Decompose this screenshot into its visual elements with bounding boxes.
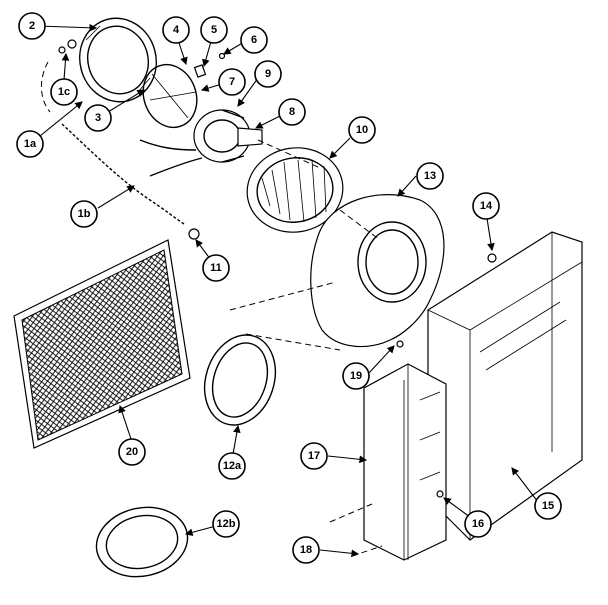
callout-1c: 1c xyxy=(50,78,78,106)
motor-bracket xyxy=(142,52,226,129)
callout-20: 20 xyxy=(118,438,146,466)
callout-3: 3 xyxy=(84,104,112,132)
callout-1b: 1b xyxy=(70,200,98,228)
callout-13-label: 13 xyxy=(424,170,436,182)
ring-12b xyxy=(95,506,189,578)
hardware xyxy=(396,253,497,498)
callout-4: 4 xyxy=(162,16,190,44)
callout-7: 7 xyxy=(218,68,246,96)
callout-20-label: 20 xyxy=(126,446,138,458)
callout-11-label: 11 xyxy=(210,262,222,274)
filter xyxy=(13,239,191,449)
callout-6: 6 xyxy=(240,26,268,54)
callout-5: 5 xyxy=(200,16,228,44)
callout-2-label: 2 xyxy=(29,20,35,32)
callout-1b-label: 1b xyxy=(78,208,91,220)
callout-13: 13 xyxy=(416,162,444,190)
callout-14: 14 xyxy=(472,192,500,220)
callout-7-label: 7 xyxy=(229,76,235,88)
cabinet-panel xyxy=(427,231,583,541)
ring-12a xyxy=(203,334,277,426)
callout-8: 8 xyxy=(278,98,306,126)
callout-12b-label: 12b xyxy=(217,518,236,530)
callout-11: 11 xyxy=(202,254,230,282)
callout-5-label: 5 xyxy=(211,24,217,36)
callout-12a-label: 12a xyxy=(223,460,242,472)
callout-16-label: 16 xyxy=(472,518,484,530)
callout-15-label: 15 xyxy=(542,500,554,512)
callout-12b: 12b xyxy=(212,510,240,538)
blower-motor xyxy=(139,109,263,177)
callout-6-label: 6 xyxy=(251,34,257,46)
callout-9: 9 xyxy=(254,60,282,88)
callout-4-label: 4 xyxy=(173,24,180,36)
callout-1c-label: 1c xyxy=(58,86,70,98)
callout-8-label: 8 xyxy=(289,106,295,118)
callout-3-label: 3 xyxy=(95,112,101,124)
callout-18: 18 xyxy=(292,536,320,564)
callout-1a-label: 1a xyxy=(24,138,37,150)
front-panel xyxy=(363,363,447,561)
callout-19-label: 19 xyxy=(350,370,362,382)
callout-18-label: 18 xyxy=(300,544,312,556)
callout-17: 17 xyxy=(300,442,328,470)
callout-16: 16 xyxy=(464,510,492,538)
blower-housing xyxy=(310,194,445,348)
callout-17-label: 17 xyxy=(308,450,320,462)
callout-9-label: 9 xyxy=(265,68,271,80)
callout-14-label: 14 xyxy=(480,200,493,212)
callout-15: 15 xyxy=(534,492,562,520)
nut xyxy=(188,228,200,240)
callout-1a: 1a xyxy=(16,130,44,158)
blower-wheel xyxy=(246,147,344,233)
callout-19: 19 xyxy=(342,362,370,390)
callout-12a: 12a xyxy=(218,452,246,480)
spring-cable xyxy=(61,123,185,225)
callout-10-label: 10 xyxy=(356,124,368,136)
callout-2: 2 xyxy=(18,12,46,40)
callout-10: 10 xyxy=(348,116,376,144)
